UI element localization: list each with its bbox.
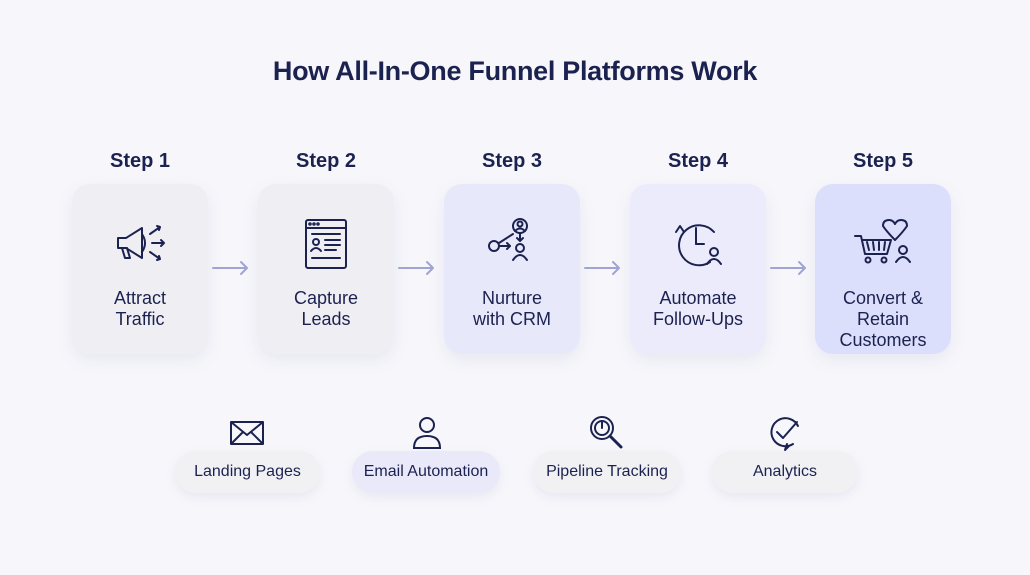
clock-user-icon [675,224,722,267]
step-5-text: Convert & Retain Customers [839,288,927,350]
feature-label: Landing Pages [194,463,301,480]
step-2-text: Capture Leads [293,288,359,329]
step-5-label: Step 5 [852,150,914,172]
feature-label: Email Automation [363,463,489,480]
step-card-capture-leads: Capture Leads [258,184,394,354]
step-4-text: Automate Follow-Ups [652,288,744,329]
arrow-right-icon [398,261,434,275]
feature-pill-email-automation: Email Automation [352,451,500,493]
feature-pill-analytics: Analytics [712,451,858,493]
feature-pill-pipeline-tracking: Pipeline Tracking [533,451,681,493]
search-icon [590,416,623,449]
feature-label: Pipeline Tracking [546,463,668,480]
arrow-right-icon [584,261,620,275]
step-1-label: Step 1 [109,150,171,172]
step-4-label: Step 4 [667,150,729,172]
arrow-right-icon [212,261,248,275]
step-card-nurture-crm: Nurture with CRM [444,184,580,354]
step-card-convert-retain: Convert & Retain Customers [815,184,951,354]
checkmark-icon [770,417,799,451]
page-title: How All-In-One Funnel Platforms Work [272,56,758,86]
feature-pill-landing-pages: Landing Pages [175,451,320,493]
megaphone-icon [117,225,165,261]
step-3-text: Nurture with CRM [472,288,551,329]
envelope-icon [230,421,264,445]
step-3-label: Step 3 [481,150,543,172]
step-2-label: Step 2 [295,150,357,172]
step-1-text: Attract Traffic [113,288,166,329]
step-card-automate-followups: Automate Follow-Ups [630,184,766,354]
crm-network-icon [488,218,528,261]
step-card-attract-traffic: Attract Traffic [72,184,208,354]
feature-label: Analytics [752,463,818,480]
form-window-icon [305,219,347,269]
cart-heart-icon [854,219,911,264]
user-icon [412,417,442,449]
arrow-right-icon [770,261,806,275]
